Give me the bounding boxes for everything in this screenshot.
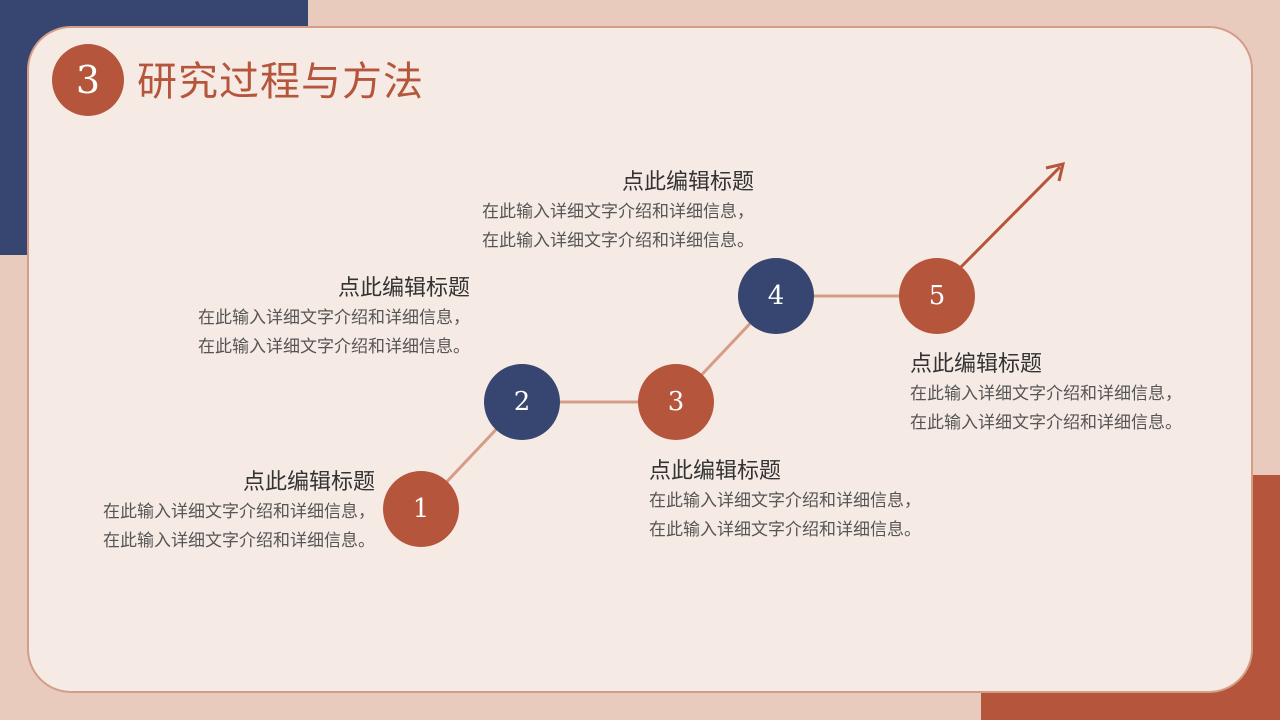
step-node-3: 3 bbox=[638, 364, 714, 440]
step-desc-line[interactable]: 在此输入详细文字介绍和详细信息， bbox=[649, 491, 921, 511]
step-heading[interactable]: 点此编辑标题 bbox=[337, 276, 470, 301]
step-heading[interactable]: 点此编辑标题 bbox=[242, 470, 375, 495]
step-desc-line[interactable]: 在此输入详细文字介绍和详细信息， bbox=[198, 308, 470, 328]
step-desc-line[interactable]: 在此输入详细文字介绍和详细信息， bbox=[910, 384, 1182, 404]
step-node-5: 5 bbox=[899, 258, 975, 334]
page-title: 研究过程与方法 bbox=[137, 59, 424, 105]
step-heading[interactable]: 点此编辑标题 bbox=[649, 459, 782, 484]
arrow-up-right-icon bbox=[958, 161, 1066, 270]
step-desc-line[interactable]: 在此输入详细文字介绍和详细信息， bbox=[103, 502, 375, 522]
step-node-4: 4 bbox=[738, 258, 814, 334]
step-5-text: 点此编辑标题 在此输入详细文字介绍和详细信息， 在此输入详细文字介绍和详细信息。 bbox=[910, 350, 1182, 438]
step-desc-line[interactable]: 在此输入详细文字介绍和详细信息。 bbox=[103, 531, 375, 551]
step-node-1: 1 bbox=[383, 471, 459, 547]
step-2-text: 点此编辑标题 在此输入详细文字介绍和详细信息， 在此输入详细文字介绍和详细信息。 bbox=[198, 274, 470, 362]
step-node-2: 2 bbox=[484, 364, 560, 440]
step-desc-line[interactable]: 在此输入详细文字介绍和详细信息。 bbox=[198, 337, 470, 357]
step-1-text: 点此编辑标题 在此输入详细文字介绍和详细信息， 在此输入详细文字介绍和详细信息。 bbox=[103, 468, 375, 556]
step-heading[interactable]: 点此编辑标题 bbox=[910, 352, 1043, 377]
step-3-text: 点此编辑标题 在此输入详细文字介绍和详细信息， 在此输入详细文字介绍和详细信息。 bbox=[649, 457, 921, 545]
step-desc-line[interactable]: 在此输入详细文字介绍和详细信息， bbox=[482, 202, 754, 222]
step-desc-line[interactable]: 在此输入详细文字介绍和详细信息。 bbox=[482, 231, 754, 251]
step-desc-line[interactable]: 在此输入详细文字介绍和详细信息。 bbox=[910, 413, 1182, 433]
step-heading[interactable]: 点此编辑标题 bbox=[621, 170, 754, 195]
content-card bbox=[27, 26, 1253, 693]
step-desc-line[interactable]: 在此输入详细文字介绍和详细信息。 bbox=[649, 520, 921, 540]
step-4-text: 点此编辑标题 在此输入详细文字介绍和详细信息， 在此输入详细文字介绍和详细信息。 bbox=[482, 168, 754, 256]
section-number-badge: 3 bbox=[52, 44, 124, 116]
